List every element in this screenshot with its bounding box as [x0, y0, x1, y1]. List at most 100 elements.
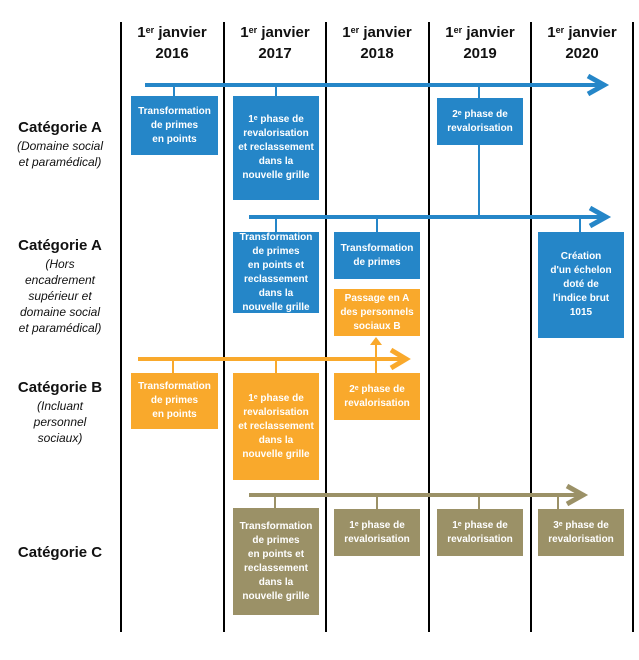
box-line: phase de: [358, 383, 405, 395]
header-suffix: er: [350, 25, 360, 35]
column-divider: [632, 22, 634, 632]
timeline-categorie-c: [249, 483, 589, 510]
box-line: en points et: [247, 548, 305, 560]
box-line: dans la: [258, 576, 294, 588]
box-line: revalorisation: [447, 533, 513, 545]
box-line: revalorisation: [447, 122, 513, 134]
row-subtitle: (Incluant: [36, 399, 84, 413]
box-line: phase de: [562, 519, 609, 531]
header-label: janvier: [261, 24, 310, 41]
box-line: Création: [560, 251, 602, 262]
column-divider: [325, 22, 327, 632]
event-box-b-2016: Transformation de primes en points: [131, 373, 218, 429]
event-box-passage-a-2018: Passage en A des personnels sociaux B: [334, 289, 420, 336]
event-box-a2-2017: Transformation de primes en points et re…: [233, 232, 319, 313]
column-header-2020: 1er janvier 2020: [532, 22, 632, 64]
box-ordinal: 1: [248, 114, 254, 125]
box-line: et reclassement: [238, 420, 314, 432]
header-label: janvier: [568, 24, 617, 41]
header-ordinal: 1: [547, 24, 556, 41]
box-ordinal: 2: [452, 108, 458, 120]
event-box-a1-2019: 2e phase de revalorisation: [437, 98, 523, 145]
box-ordinal-suffix: e: [253, 393, 258, 401]
row-label-categorie-c: Catégorie C: [0, 543, 120, 563]
box-line: de primes: [353, 256, 401, 268]
box-line: dans la: [258, 287, 294, 299]
arrowhead-icon: [389, 347, 411, 371]
box-line: sociaux B: [353, 320, 401, 332]
header-ordinal: 1: [240, 24, 249, 41]
box-ordinal: 1: [452, 519, 458, 531]
box-ordinal: 1: [248, 392, 254, 404]
event-box-a1-2017: 1e phase de revalorisation et reclasseme…: [233, 96, 319, 200]
header-year: 2016: [155, 45, 189, 62]
column-header-2019: 1er janvier 2019: [430, 22, 530, 64]
box-line: nouvelle grille: [242, 170, 310, 181]
box-line: phase de: [257, 392, 304, 404]
header-year: 2018: [360, 45, 394, 62]
header-year: 2017: [258, 45, 292, 62]
event-box-c-2020: 3e phase de revalorisation: [538, 509, 624, 556]
header-suffix: er: [248, 25, 258, 35]
header-label: janvier: [158, 24, 207, 41]
row-subtitle: encadrement: [24, 273, 96, 287]
header-label: janvier: [466, 24, 515, 41]
row-subtitle: supérieur et: [28, 289, 92, 303]
row-title: Catégorie C: [17, 544, 103, 561]
column-divider: [530, 22, 532, 632]
header-suffix: er: [555, 25, 565, 35]
box-ordinal: 2: [349, 383, 355, 395]
column-divider: [120, 22, 122, 632]
box-line: revalorisation: [548, 533, 614, 545]
event-box-b-2018: 2e phase de revalorisation: [334, 373, 420, 420]
box-line: phase de: [257, 114, 304, 125]
box-ordinal: 3: [553, 519, 559, 531]
box-line: en points: [152, 409, 197, 420]
header-suffix: er: [145, 25, 155, 35]
box-ordinal-suffix: e: [253, 115, 258, 122]
row-subtitle: sociaux): [37, 431, 83, 445]
column-header-2016: 1er janvier 2016: [122, 22, 222, 64]
row-subtitle: personnel: [33, 415, 87, 429]
column-header-2017: 1er janvier 2017: [225, 22, 325, 64]
event-box-c-2019: 1e phase de revalorisation: [437, 509, 523, 556]
event-box-c-2017: Transformation de primes en points et re…: [233, 508, 319, 615]
box-line: Transformation: [239, 520, 313, 532]
box-line: l'indice brut: [552, 293, 610, 304]
box-line: nouvelle grille: [242, 590, 310, 602]
box-line: dans la: [258, 156, 294, 167]
event-box-a2-2018: Transformation de primes: [334, 232, 420, 279]
box-line: revalorisation: [243, 406, 309, 418]
box-line: de primes: [150, 395, 199, 406]
box-line: revalorisation: [344, 533, 410, 545]
box-line: phase de: [358, 519, 405, 531]
box-line: Transformation: [239, 231, 313, 243]
box-line: nouvelle grille: [242, 448, 310, 460]
arrowhead-icon: [565, 483, 589, 507]
box-ordinal-suffix: e: [457, 520, 462, 528]
event-box-a2-2020: Création d'un échelon doté de l'indice b…: [538, 232, 624, 338]
row-subtitle: (Hors: [45, 257, 75, 271]
box-line: en points et: [247, 259, 305, 271]
row-subtitle: domaine social: [19, 305, 101, 319]
row-label-categorie-a-hors: Catégorie A (Hors encadrement supérieur …: [0, 236, 120, 336]
header-ordinal: 1: [342, 24, 351, 41]
row-title: Catégorie A: [18, 119, 102, 136]
column-divider: [428, 22, 430, 632]
box-line: revalorisation: [344, 397, 410, 409]
column-divider: [223, 22, 225, 632]
box-line: de primes: [252, 245, 300, 257]
box-line: 1015: [569, 307, 593, 318]
arrowhead-icon: [588, 205, 612, 229]
header-label: janvier: [363, 24, 412, 41]
row-title: Catégorie B: [17, 379, 103, 396]
box-line: doté de: [563, 279, 599, 290]
box-line: phase de: [461, 108, 508, 120]
row-label-categorie-a-social: Catégorie A (Domaine social et paramédic…: [0, 118, 120, 170]
box-ordinal-suffix: e: [354, 384, 359, 392]
row-subtitle: (Domaine social: [16, 139, 104, 153]
box-ordinal-suffix: e: [354, 520, 359, 528]
box-line: reclassement: [244, 562, 308, 574]
arrow-up-icon: [370, 337, 382, 345]
header-ordinal: 1: [445, 24, 454, 41]
